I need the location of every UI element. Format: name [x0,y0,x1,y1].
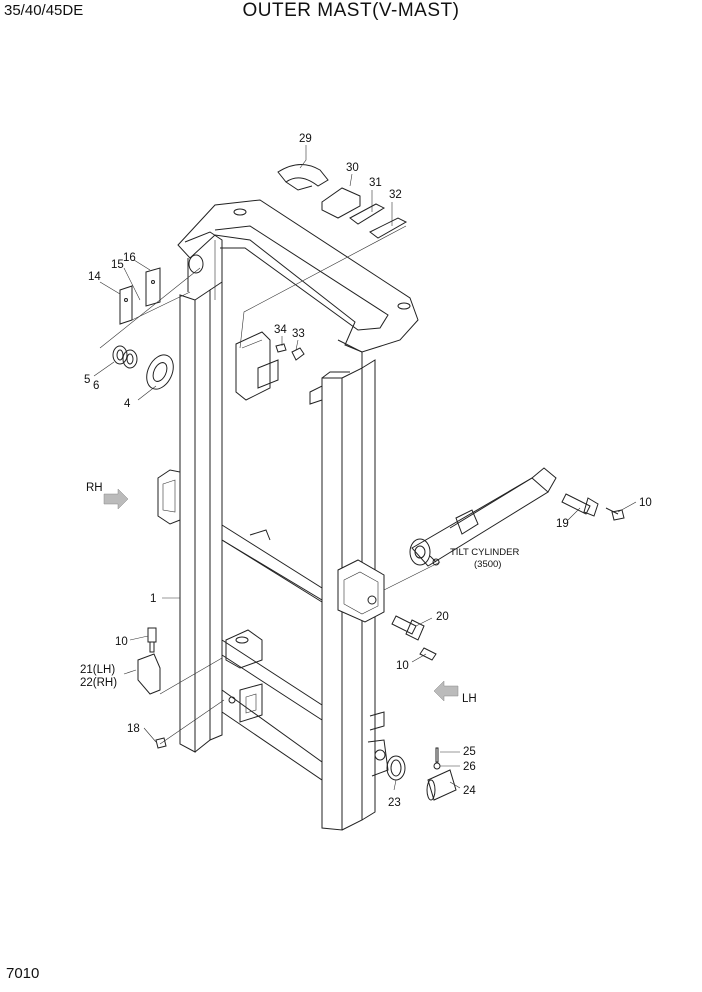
right-channel [321,359,389,831]
callout-21: 21(LH) [80,664,115,676]
pin-19 [561,493,625,521]
callout-10-left: 10 [115,636,128,648]
plates-14-16 [119,267,161,325]
leader-lines [93,145,637,791]
page-title: OUTER MAST(V-MAST) [242,0,460,21]
callout-15: 15 [111,259,124,271]
bearing-and-shims [112,254,204,390]
bolt-18 [155,737,167,749]
callout-25: 25 [463,746,476,758]
callout-30: 30 [346,162,359,174]
mast-cross-members [221,385,323,781]
callout-32: 32 [389,189,402,201]
callout-10-middle: 10 [396,660,409,672]
callout-19: 19 [556,518,569,530]
callout-23: 23 [388,797,401,809]
lh-arrow [433,680,459,702]
callout-34: 34 [274,324,287,336]
tilt-cylinder-spec: (3500) [474,559,501,570]
callout-10-upper: 10 [639,497,652,509]
tilt-cylinder-label: TILT CYLINDER [450,547,519,558]
rear-bracket [235,331,279,401]
callout-22: 22(RH) [80,677,117,689]
left-channel [157,231,223,753]
parts-23-26 [386,747,457,801]
callout-29: 29 [299,133,312,145]
callout-33: 33 [292,328,305,340]
mast-top-crossbar [177,199,419,368]
callout-1: 1 [150,593,156,605]
callout-16: 16 [123,252,136,264]
callout-18: 18 [127,723,140,735]
tilt-cylinder [409,467,557,567]
bolt-and-bracket-left [137,627,161,695]
callout-26: 26 [463,761,476,773]
rh-label: RH [86,482,103,494]
callout-14: 14 [88,271,101,283]
callout-5: 5 [84,374,90,386]
rh-arrow [103,488,129,510]
pin-20 [391,615,437,661]
nuts-33-34 [275,343,305,361]
model-code: 35/40/45DE [4,2,84,19]
lh-label: LH [462,693,477,705]
callout-24: 24 [463,785,476,797]
parts-29-32 [277,164,408,239]
page-number: 7010 [6,965,40,982]
callout-31: 31 [369,177,382,189]
callout-4: 4 [124,398,131,410]
callout-20: 20 [436,611,449,623]
callout-6: 6 [93,380,99,392]
